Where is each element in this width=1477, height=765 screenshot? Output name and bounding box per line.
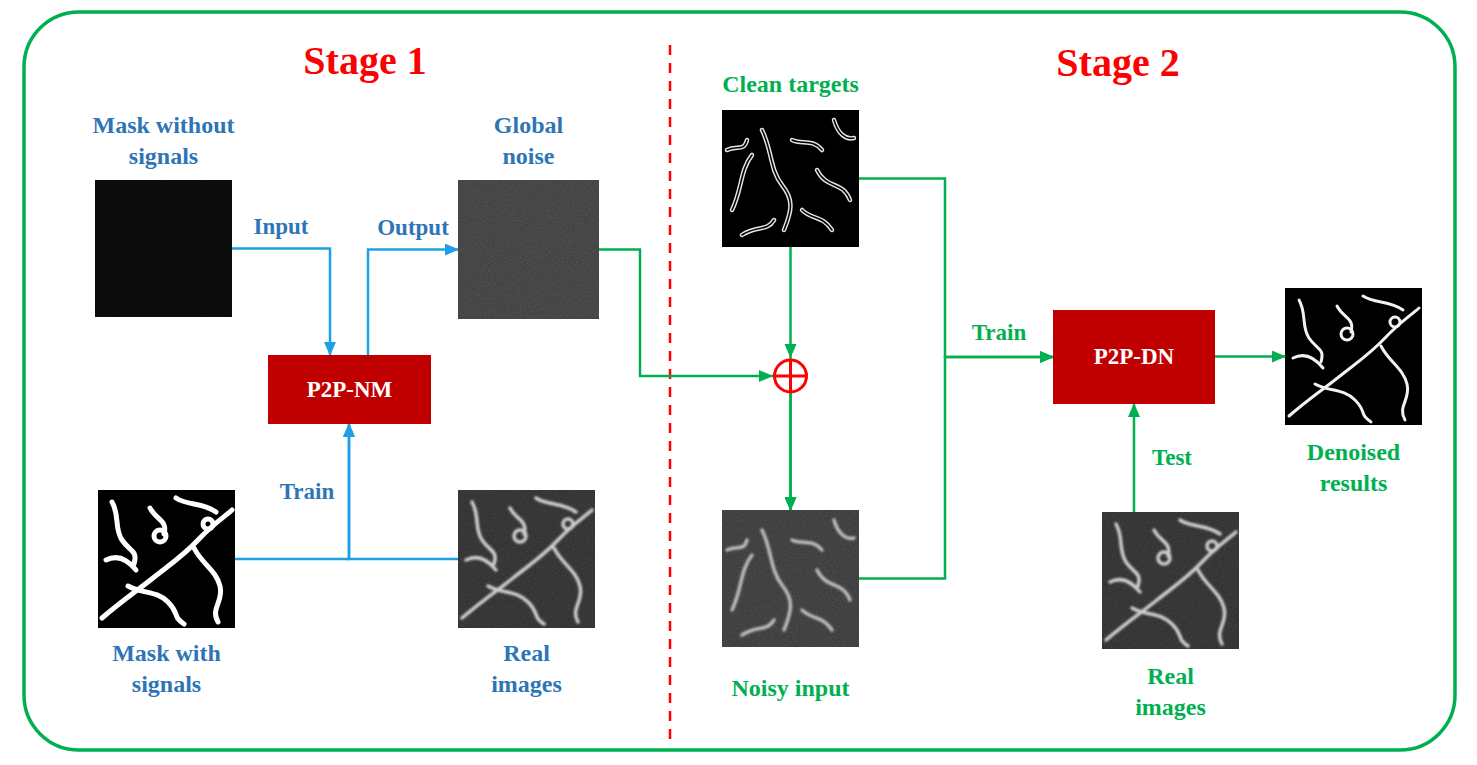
real-image xyxy=(458,490,595,628)
image-caption: Denoised results xyxy=(1284,437,1424,499)
image-panel: Clean targets xyxy=(722,110,859,247)
arrowhead xyxy=(785,344,797,358)
model-box: P2P-NM xyxy=(268,355,431,424)
outer-frame xyxy=(24,12,1455,750)
connector xyxy=(235,424,349,559)
box-label: P2P-DN xyxy=(1094,344,1174,370)
clean-image xyxy=(722,110,859,247)
connector xyxy=(349,424,458,559)
box-label: P2P-NM xyxy=(307,377,393,403)
model-box: P2P-DN xyxy=(1053,310,1215,404)
edge-label: Input xyxy=(252,214,311,240)
image-panel: Noisy input xyxy=(722,510,859,647)
image-caption: Mask without signals xyxy=(64,110,264,172)
stage-divider xyxy=(669,45,672,745)
connector xyxy=(859,357,1053,579)
image-panel: Global noise xyxy=(458,180,599,319)
real-image xyxy=(1102,512,1239,649)
connector xyxy=(789,247,792,510)
image-caption: Mask with signals xyxy=(102,638,232,700)
connector xyxy=(599,250,791,511)
arrowhead xyxy=(759,370,773,382)
edge-label: Output xyxy=(375,215,451,241)
image-panel: Mask without signals xyxy=(95,180,232,317)
denoised-image xyxy=(1285,288,1422,425)
noisy-image xyxy=(722,510,859,647)
image-panel: Mask with signals xyxy=(98,490,235,628)
connector xyxy=(859,179,1053,358)
image-caption: Real images xyxy=(1121,661,1221,723)
image-caption: Real images xyxy=(477,638,577,700)
stage-title: Stage 1 xyxy=(303,37,426,84)
connector xyxy=(1133,404,1136,512)
image-panel: Real images xyxy=(458,490,595,628)
image-panel: Real images xyxy=(1102,512,1239,649)
image-panel: Denoised results xyxy=(1285,288,1422,425)
connector xyxy=(1215,355,1285,358)
noise-image xyxy=(458,180,599,319)
sum-circle xyxy=(775,360,807,392)
image-caption: Clean targets xyxy=(681,69,901,100)
image-caption: Noisy input xyxy=(681,673,901,704)
mask-empty-image xyxy=(95,180,232,317)
edge-label: Train xyxy=(970,320,1029,346)
sum-cross xyxy=(789,360,792,392)
connector xyxy=(232,249,330,356)
connector xyxy=(368,250,458,356)
stage-title: Stage 2 xyxy=(1056,39,1179,86)
mask-image xyxy=(98,490,235,628)
image-caption: Global noise xyxy=(474,110,584,172)
edge-label: Test xyxy=(1150,445,1194,471)
edge-label: Train xyxy=(278,479,337,505)
